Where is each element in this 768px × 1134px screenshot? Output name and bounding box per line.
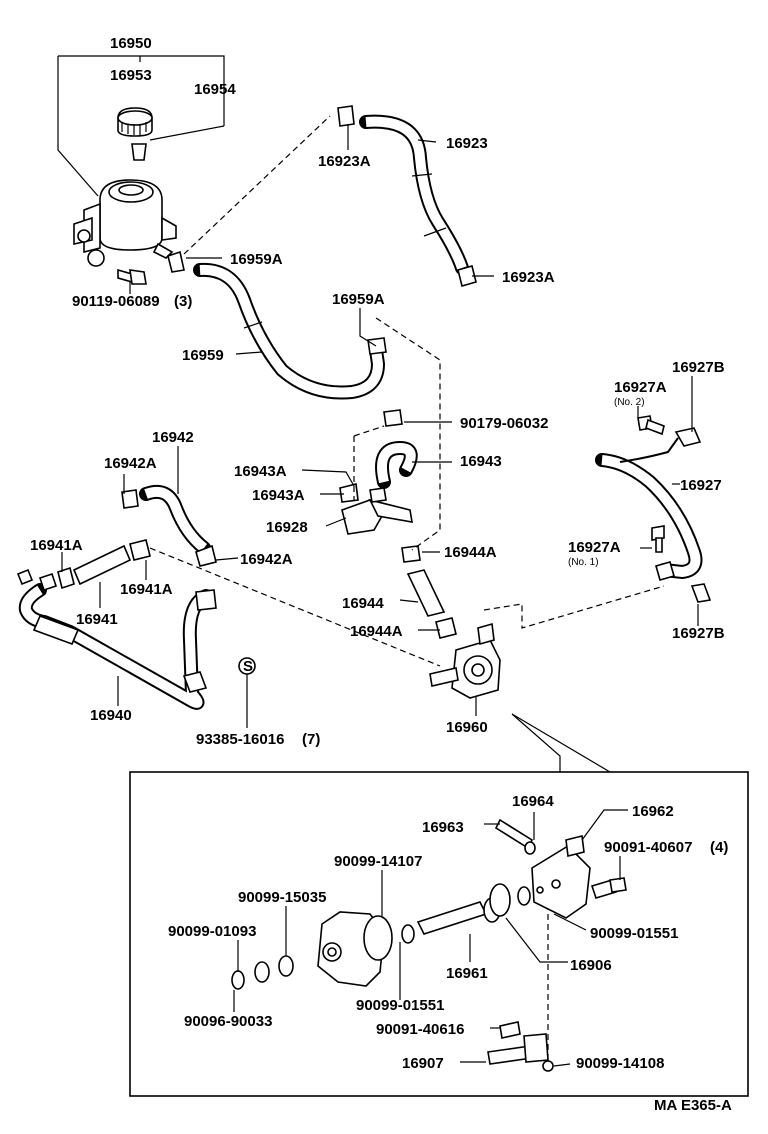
hose-16944 <box>406 569 457 639</box>
label-90179-06032: 90179-06032 <box>460 415 548 432</box>
label-16953: 16953 <box>110 67 152 84</box>
leader-lines <box>61 124 699 773</box>
pipe-16940-hose-16941 <box>16 539 256 710</box>
label-16942: 16942 <box>152 429 194 446</box>
label-16906: 16906 <box>570 957 612 974</box>
detail-leader-lines <box>233 809 628 1067</box>
label-16961: 16961 <box>446 965 488 982</box>
label-16923: 16923 <box>446 135 488 152</box>
label-16927A-bottom-sub: (No. 1) <box>568 557 599 568</box>
label-16950: 16950 <box>110 35 152 52</box>
part-labels: 16950 16953 16954 16923 16923A 16923A 16… <box>30 35 732 1114</box>
label-16927A-top: 16927A <box>614 379 667 396</box>
pump-16960 <box>429 622 501 699</box>
label-16963: 16963 <box>422 819 464 836</box>
label-90099-15035: 90099-15035 <box>238 889 326 906</box>
label-16927A-bottom: 16927A <box>568 539 621 556</box>
label-16942A-top: 16942A <box>104 455 157 472</box>
label-93385-16016: 93385-16016 <box>196 731 284 748</box>
label-16923A-bottom: 16923A <box>502 269 555 286</box>
label-16964: 16964 <box>512 793 554 810</box>
label-16959A-mid: 16959A <box>332 291 385 308</box>
label-90096-90033: 90096-90033 <box>184 1013 272 1030</box>
connection-lines <box>149 115 665 1070</box>
hose-16959 <box>167 250 387 400</box>
label-16944A-bottom: 16944A <box>350 623 403 640</box>
label-16942A-bottom: 16942A <box>240 551 293 568</box>
label-16928: 16928 <box>266 519 308 536</box>
label-16941A-right: 16941A <box>120 581 173 598</box>
label-90099-14107: 90099-14107 <box>334 853 422 870</box>
label-90099-14108: 90099-14108 <box>576 1055 664 1072</box>
label-16962: 16962 <box>632 803 674 820</box>
label-90099-01551-bottom: 90099-01551 <box>356 997 444 1014</box>
label-93385-qty: (7) <box>302 731 320 748</box>
label-16923A-top: 16923A <box>318 153 371 170</box>
detail-frame <box>129 771 749 1097</box>
hose-16942 <box>121 484 217 567</box>
label-16944: 16944 <box>342 595 384 612</box>
label-16944A-top: 16944A <box>444 544 497 561</box>
label-16927B-bottom: 16927B <box>672 625 725 642</box>
label-16927B-top: 16927B <box>672 359 725 376</box>
label-16959: 16959 <box>182 347 224 364</box>
label-90119-06089: 90119-06089 <box>72 293 160 310</box>
hose-16923 <box>337 105 477 287</box>
label-16941A-left: 16941A <box>30 537 83 554</box>
label-90119-qty: (3) <box>174 293 192 310</box>
label-90099-01093: 90099-01093 <box>168 923 256 940</box>
pipe-16927 <box>595 415 712 603</box>
label-16943: 16943 <box>460 453 502 470</box>
label-16907: 16907 <box>402 1055 444 1072</box>
s-marker: S <box>243 658 253 675</box>
label-90091-40616: 90091-40616 <box>376 1021 464 1038</box>
label-16959A-top: 16959A <box>230 251 283 268</box>
label-90091-40607-qty: (4) <box>710 839 728 856</box>
label-16943A-a: 16943A <box>234 463 287 480</box>
label-16960: 16960 <box>446 719 488 736</box>
fittings-16943-16928 <box>339 409 421 563</box>
pump-exploded-parts <box>231 818 627 1072</box>
reservoir-assembly <box>57 55 225 285</box>
label-90091-40607: 90091-40607 <box>604 839 692 856</box>
figure-code: MA E365-A <box>654 1097 732 1114</box>
label-16941: 16941 <box>76 611 118 628</box>
label-16954: 16954 <box>194 81 236 98</box>
label-90099-01551-right: 90099-01551 <box>590 925 678 942</box>
label-16927A-top-sub: (No. 2) <box>614 397 645 408</box>
label-16927: 16927 <box>680 477 722 494</box>
label-16943A-b: 16943A <box>252 487 305 504</box>
label-16940: 16940 <box>90 707 132 724</box>
